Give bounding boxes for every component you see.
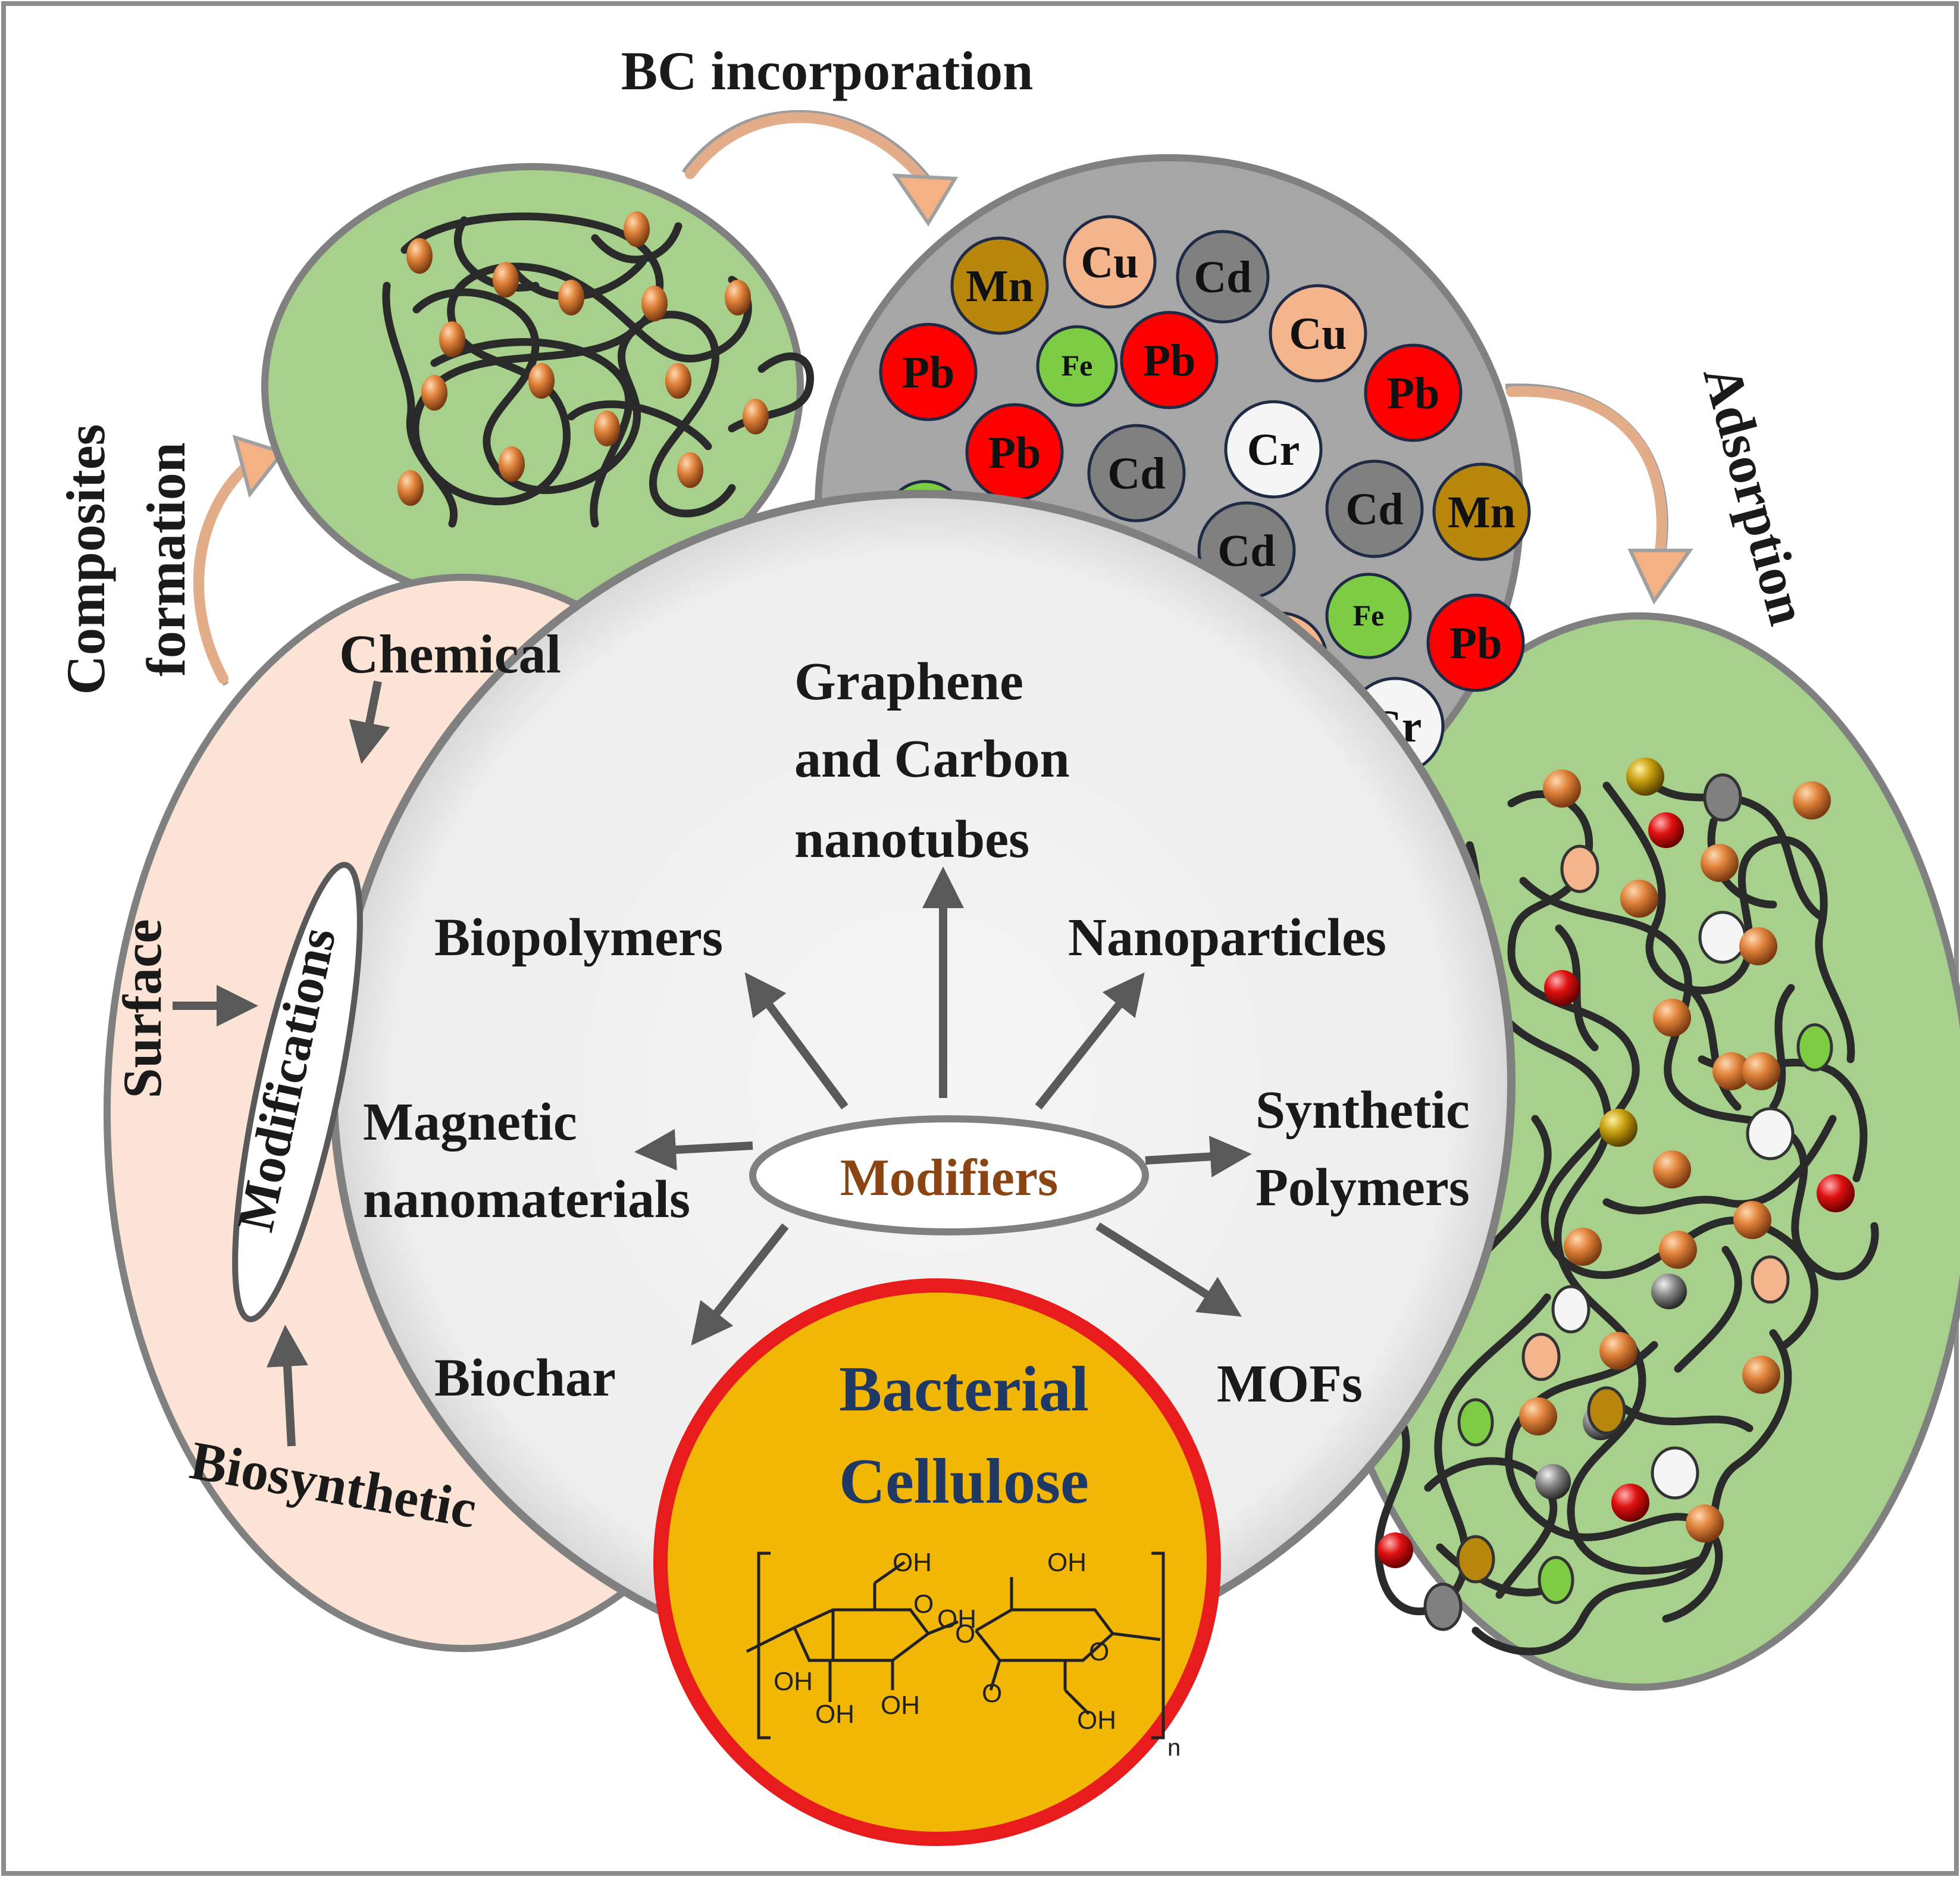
chemical-arrow: [349, 680, 390, 764]
nanoparticles-label: Nanoparticles: [1068, 908, 1386, 967]
modifiers-oval: [749, 1115, 1149, 1235]
metal-ion-label: Fe: [1353, 599, 1385, 632]
arrow-biochar: [691, 1223, 789, 1346]
arrow-synthetic: [1145, 1135, 1252, 1178]
metal-ion-label: Cr: [1247, 425, 1300, 475]
biopolymers-label: Biopolymers: [434, 908, 723, 967]
biochar-label: Biochar: [434, 1349, 616, 1407]
metal-ion-pb: [879, 323, 978, 421]
mofs-label: MOFs: [1217, 1354, 1363, 1413]
modifications-ellipse: [232, 862, 363, 1322]
bc-nanoparticles: [397, 211, 769, 506]
metal-ion-fe: [1325, 573, 1412, 659]
metal-ion-cr: [1224, 400, 1323, 499]
flow-arrowhead-bc: [892, 173, 959, 227]
chem-oh-1: OH: [893, 1548, 932, 1577]
composites-label-line2: formation: [136, 442, 196, 676]
metal-ion-label: Cd: [1107, 449, 1165, 499]
bc-title-line2: Cellulose: [839, 1446, 1089, 1517]
flow-arrow-adsorption: [1505, 383, 1693, 605]
surface-label: Surface: [112, 919, 173, 1098]
flow-arrow-bc-incorporation: [681, 110, 959, 227]
metal-ion-label: Pb: [1449, 618, 1502, 668]
chemical-label: Chemical: [339, 624, 561, 684]
modifiers-label: Modifiers: [840, 1149, 1059, 1207]
chem-n-subscript: n: [1167, 1735, 1181, 1761]
composites-label-line1: Composites: [55, 424, 116, 695]
modifier-arrows: [634, 866, 1252, 1346]
graphene-label-line2: and Carbon: [794, 730, 1070, 789]
metal-ion-pb: [1364, 343, 1463, 442]
metal-ion-cd: [1087, 424, 1186, 523]
magnetic-label-line2: nanomaterials: [363, 1170, 690, 1229]
metal-ion-cu: [1063, 215, 1157, 309]
metal-ion-pb: [1120, 311, 1219, 409]
magnetic-label-line1: Magnetic: [363, 1093, 577, 1152]
arrow-nanoparticles: [1035, 972, 1145, 1110]
metal-ion-label: Cd: [1345, 484, 1403, 534]
metal-ion-label: Pb: [1143, 336, 1196, 386]
chem-o-2: O: [955, 1619, 975, 1648]
biosynthetic-arrow: [266, 1325, 308, 1447]
metal-ion-pb: [1426, 593, 1525, 692]
cellulose-structure: [746, 1551, 1165, 1740]
synthetic-label-line2: Polymers: [1255, 1158, 1470, 1217]
chem-oh-4: OH: [774, 1667, 813, 1696]
chem-o-1: O: [913, 1590, 934, 1619]
flow-arrowhead-adsorption: [1627, 549, 1693, 605]
metal-ion-fe: [1036, 325, 1118, 407]
bc-title-line1: Bacterial: [839, 1354, 1089, 1425]
metal-ion-label: Cu: [1289, 309, 1347, 359]
metal-ion-cd: [1325, 459, 1424, 558]
bracket-right: [1151, 1551, 1165, 1740]
metal-ion-mn: [1432, 462, 1531, 561]
graphene-label-line3: nanotubes: [794, 810, 1029, 869]
arrow-mofs: [1095, 1222, 1242, 1317]
arrow-magnetic: [634, 1129, 753, 1171]
metal-ion-label: Cd: [1217, 526, 1275, 576]
chem-oh-7: OH: [815, 1700, 854, 1729]
bc-incorporation-label: BC incorporation: [621, 40, 1034, 101]
chem-oh-3: OH: [1047, 1548, 1087, 1577]
chem-oh-5: OH: [881, 1691, 920, 1720]
chem-o-4: O: [982, 1679, 1002, 1708]
metal-ion-cd: [1176, 230, 1270, 324]
cellulose-structure-labels: OH O OH OH O OH O OH OH OH O n: [774, 1548, 1181, 1761]
chem-o-3: O: [1089, 1637, 1109, 1666]
synthetic-label-line1: Synthetic: [1255, 1081, 1470, 1140]
adsorbed-particles: [1377, 758, 1855, 1631]
metal-ion-label: Mn: [966, 261, 1034, 311]
arrow-biopolymers: [744, 972, 849, 1110]
metal-ion-label: Pb: [988, 428, 1041, 478]
graphene-label-line1: Graphene: [794, 652, 1023, 711]
metal-ion-label: Pb: [902, 348, 955, 398]
metal-ion-label: Cu: [1081, 237, 1138, 287]
flow-arrow-composites: [193, 434, 286, 686]
metal-ion-cu: [1269, 284, 1367, 383]
metal-ion-label: Mn: [1448, 487, 1516, 537]
metal-ion-mn: [950, 236, 1049, 335]
metal-ion-label: Cd: [1194, 252, 1251, 302]
metal-ion-label: Pb: [1387, 368, 1440, 418]
chem-oh-6: OH: [1077, 1706, 1116, 1735]
metal-ion-label: Fe: [1062, 349, 1093, 382]
flow-arrowhead-composites: [232, 434, 286, 498]
chem-oh-2: OH: [937, 1604, 976, 1634]
